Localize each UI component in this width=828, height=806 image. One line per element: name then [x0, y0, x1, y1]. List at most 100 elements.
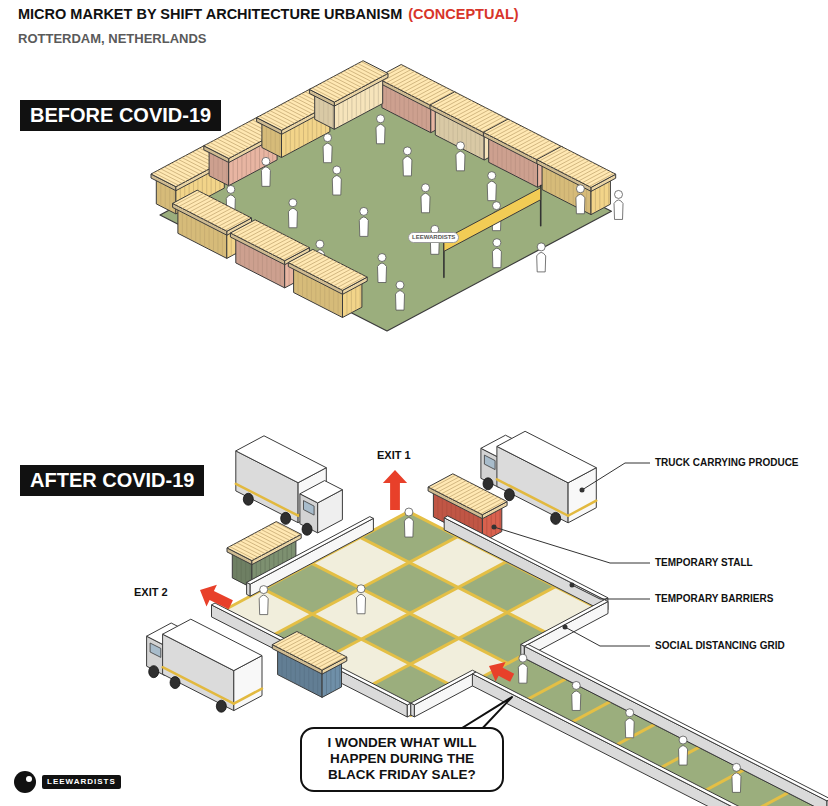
logo-circle	[14, 771, 36, 793]
person-head	[615, 190, 623, 198]
roof-ridge	[438, 479, 463, 492]
produce-truck	[236, 436, 343, 535]
roof-ridge	[522, 139, 547, 152]
person-figure	[332, 166, 341, 195]
stall-plank	[470, 128, 471, 152]
roof-ridge	[518, 137, 543, 150]
roof-ridge	[472, 113, 497, 126]
person-body	[332, 176, 341, 196]
roof-ridge	[564, 161, 589, 174]
speech-bubble: I WONDER WHAT WILL HAPPEN DURING THE BLA…	[300, 727, 504, 792]
stall-plank	[218, 155, 219, 179]
exit-label: EXIT 2	[134, 586, 168, 599]
stall-plank	[195, 217, 196, 241]
person-body	[359, 217, 368, 237]
temporary-barrier	[444, 516, 608, 600]
callout-label: TEMPORARY BARRIERS	[655, 593, 773, 605]
person-body	[625, 718, 634, 738]
subtitle-tag: (CONCEPTUAL)	[408, 6, 518, 23]
roof-ridge	[447, 100, 472, 113]
person-head	[357, 585, 365, 593]
stall-plank	[390, 87, 391, 111]
person-head	[405, 508, 413, 516]
roof-ridge	[386, 70, 411, 83]
stall-plank	[282, 652, 283, 676]
roof-ridge	[259, 116, 284, 129]
roof-ridge	[168, 165, 193, 178]
temporary-barrier	[444, 518, 604, 612]
person-head	[422, 184, 430, 192]
roof-ridge	[547, 151, 572, 164]
roof-ridge	[415, 84, 440, 97]
stall-roof	[230, 220, 309, 261]
stall-plank	[360, 283, 361, 307]
stall-plank	[495, 510, 496, 534]
stall-plank	[528, 158, 529, 182]
roof-ridge	[436, 95, 461, 108]
stall-plank	[330, 668, 331, 692]
roof-ridge	[497, 126, 522, 139]
truck-wheel	[551, 512, 561, 524]
roof-ridge	[300, 646, 325, 659]
stall-plank	[351, 288, 352, 312]
leader-line	[565, 627, 650, 646]
roof-ridge	[358, 64, 383, 77]
stall-plank	[323, 99, 324, 123]
roof-ridge	[408, 80, 433, 93]
person-body	[732, 773, 741, 793]
roof-ridge	[175, 192, 200, 205]
page-title: MICRO MARKET BY SHIFT ARCHITECTURE URBAN…	[18, 6, 402, 23]
person-figure	[378, 254, 387, 283]
stall-plank	[437, 494, 438, 518]
person-head	[572, 681, 580, 689]
person-figure	[288, 199, 297, 228]
stall-plank	[255, 147, 256, 171]
roof-ridge	[511, 133, 536, 146]
stall-roof	[288, 249, 367, 290]
truck-window	[484, 455, 495, 470]
stall-plank	[586, 187, 587, 211]
stall-plank	[497, 142, 498, 166]
truck-wheel	[281, 512, 291, 524]
stall-plank	[373, 83, 374, 107]
roof-ridge	[461, 108, 486, 121]
stall-plank	[329, 286, 330, 310]
roof-ridge	[568, 162, 593, 175]
stall-plank	[338, 290, 339, 314]
roof-ridge	[204, 206, 229, 219]
person-head	[493, 202, 501, 210]
roof-ridge	[262, 236, 287, 249]
roof-ridge	[286, 638, 311, 651]
roof-ridge	[265, 528, 290, 541]
truck-wheel	[170, 677, 180, 689]
roof-ridge	[214, 212, 239, 225]
market-stall	[537, 146, 616, 214]
roof-ridge	[401, 77, 426, 90]
roof-ridge	[347, 69, 372, 82]
roof-ridge	[233, 221, 258, 234]
truck-stripe	[236, 484, 298, 516]
roof-ridge	[303, 647, 328, 660]
roof-ridge	[404, 79, 429, 92]
roof-ridge	[486, 121, 511, 134]
roof-ridge	[539, 148, 564, 161]
stall-plank	[346, 290, 347, 314]
truck-wheel	[243, 493, 253, 505]
roof-ridge	[289, 640, 314, 653]
stall-plank	[555, 171, 556, 195]
stall-plank	[439, 112, 440, 136]
person-head	[262, 157, 270, 165]
person-figure	[403, 147, 412, 176]
roof-ridge	[589, 173, 614, 186]
stall-plank	[258, 249, 259, 273]
stall-plank	[290, 128, 291, 152]
section-band: BEFORE COVID-19	[20, 100, 221, 131]
roof-ridge	[316, 86, 341, 99]
stall-plank	[169, 186, 170, 210]
roof-ridge	[182, 195, 207, 208]
leader-line	[572, 585, 650, 599]
roof-ridge	[543, 150, 568, 163]
stall-plank	[244, 242, 245, 266]
stall-plank	[328, 101, 329, 125]
stall-plank	[502, 144, 503, 168]
